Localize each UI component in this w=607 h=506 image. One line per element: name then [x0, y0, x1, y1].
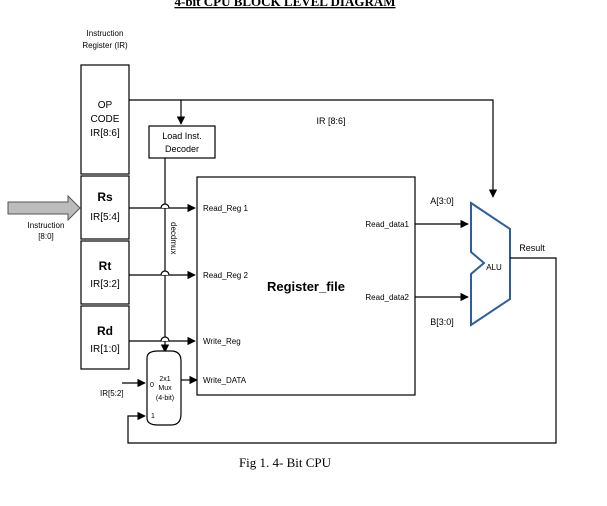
opcode-line1: OP [98, 100, 113, 111]
mux-line2: Mux [158, 385, 172, 392]
diagram-title: 4-bit CPU BLOCK LEVEL DIAGRAM [174, 0, 395, 9]
write-reg-label: Write_Reg [203, 337, 241, 346]
load-inst-decoder [148, 125, 216, 159]
instruction-input-line2: [8:0] [38, 232, 54, 241]
decoder-line2: Decoder [165, 144, 199, 154]
opcode-line2: CODE [91, 114, 120, 125]
opcode-line3: IR[8:6] [90, 128, 120, 139]
read-reg2-label: Read_Reg 2 [203, 271, 248, 280]
wire-crossing-rd [160, 336, 170, 342]
instruction-input-line1: Instruction [28, 221, 65, 230]
rs-bits: IR[5:4] [90, 212, 120, 223]
alu-a-label: A[3:0] [430, 196, 454, 206]
result-label: Result [519, 243, 545, 253]
mux-input1-label: 1 [151, 413, 155, 420]
ir-label-line2: Register (IR) [82, 41, 128, 50]
rt-block [80, 240, 130, 305]
rd-block [80, 305, 130, 370]
instruction-input-arrow [7, 194, 81, 222]
mux-line3: (4-bit) [156, 395, 174, 402]
ir86-label: IR [8:6] [316, 116, 345, 126]
mux-block [146, 350, 182, 426]
mux-input0-label: 0 [150, 382, 154, 389]
rt-label: Rt [99, 259, 112, 273]
rd-bits: IR[1:0] [90, 344, 120, 355]
register-file-title: Register_file [267, 279, 345, 294]
read-data1-label: Read_data1 [365, 220, 409, 229]
rs-label: Rs [97, 190, 113, 204]
register-file [196, 176, 416, 396]
instruction-register [80, 64, 130, 370]
read-data2-label: Read_data2 [365, 293, 409, 302]
decdmux-label: decdmux [169, 222, 178, 254]
write-data-label: Write_DATA [203, 376, 247, 385]
figure-caption: Fig 1. 4- Bit CPU [239, 455, 332, 470]
rt-bits: IR[3:2] [90, 279, 120, 290]
read-reg1-label: Read_Reg 1 [203, 204, 248, 213]
decoder-line1: Load Inst. [162, 131, 202, 141]
ir-label-line1: Instruction [87, 29, 124, 38]
wire-crossing-rt [160, 270, 170, 276]
result-feedback-wire [127, 257, 557, 444]
opcode-to-alu-wire [129, 99, 498, 198]
alu-b-label: B[3:0] [430, 317, 454, 327]
rd-label: Rd [97, 324, 113, 338]
mux-input-label: IR[5:2] [100, 389, 124, 398]
opcode-block [80, 64, 130, 175]
wire-crossing-rs [160, 203, 170, 209]
alu-block [470, 201, 511, 327]
rs-block [80, 175, 130, 240]
mux-line1: 2x1 [159, 376, 170, 383]
alu-label: ALU [486, 263, 502, 272]
